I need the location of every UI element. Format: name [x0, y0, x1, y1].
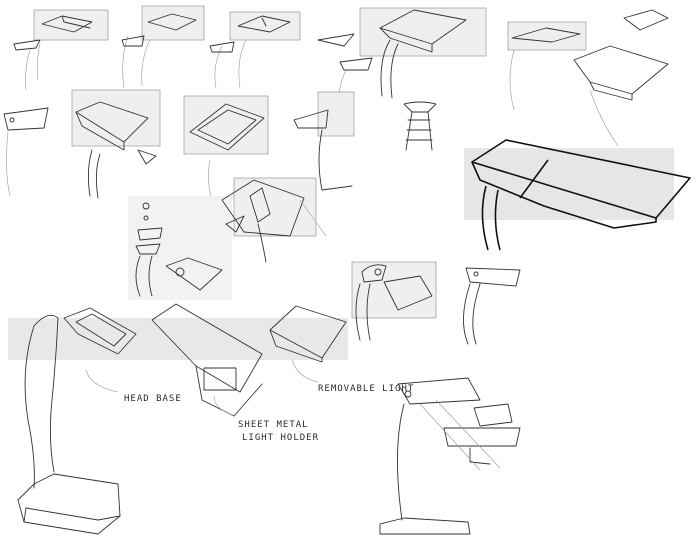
label-removable-light: REMOVABLE LIGHT	[318, 384, 415, 394]
sketch-top-3	[209, 11, 301, 89]
sketch-top-4	[317, 7, 487, 113]
sketch-exploded-lamp	[379, 377, 521, 535]
sketch-top-2	[121, 5, 205, 89]
label-light-holder: LIGHT HOLDER	[242, 433, 320, 443]
label-sheet-metal: SHEET METAL	[238, 420, 309, 430]
sketch-row2-1	[3, 107, 49, 197]
sketch-row2-2	[71, 89, 161, 199]
sketch-row2-3	[183, 95, 269, 201]
sketch-row2-4	[293, 91, 355, 191]
sketch-lamp-arm	[463, 267, 521, 345]
sketch-lamp-mid	[351, 261, 437, 341]
sketch-cutaway	[221, 177, 327, 263]
sketch-main-lamp	[8, 303, 348, 535]
sketch-row2-5	[403, 101, 437, 151]
sketch-bold-render	[464, 139, 691, 251]
sketch-top-5	[507, 9, 669, 147]
label-head-base: HEAD BASE	[124, 394, 182, 404]
sketch-exploded-joint	[128, 196, 232, 300]
sketch-top-1	[13, 9, 109, 91]
